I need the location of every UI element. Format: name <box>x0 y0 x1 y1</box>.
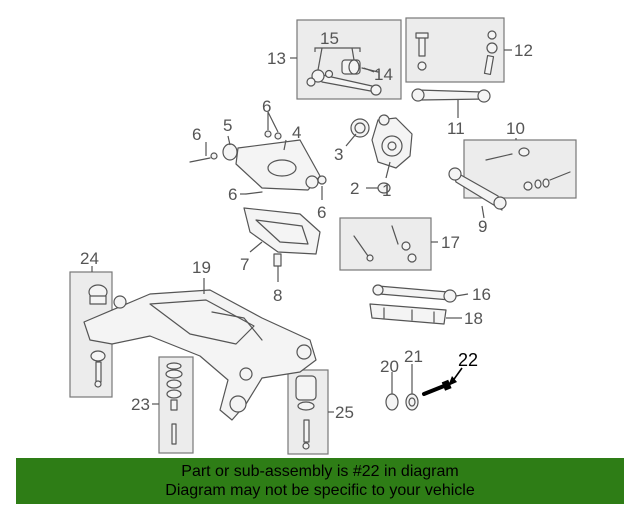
callout-label: 10 <box>506 119 525 138</box>
part-9-trailing-arm <box>448 167 507 211</box>
part-5-bushing <box>222 143 238 161</box>
banner-line-disclaimer: Diagram may not be specific to your vehi… <box>165 482 475 499</box>
callout-label: 6 <box>317 203 326 222</box>
callout-label: 15 <box>320 29 339 48</box>
part-23-mount <box>165 362 183 445</box>
callout-label-highlighted: 22 <box>458 350 478 370</box>
part-4-spring-link <box>235 139 321 191</box>
part-7-cover-plate <box>243 207 321 255</box>
callout-label: 14 <box>374 65 393 84</box>
info-banner: Part or sub-assembly is #22 in diagram D… <box>16 458 624 504</box>
callout-label: 25 <box>335 403 354 422</box>
callout-label: 2 <box>350 179 359 198</box>
callout-labels: 1 2 3 4 5 6 6 6 6 7 8 9 10 11 12 13 14 1… <box>80 29 533 422</box>
callout-label: 6 <box>262 97 271 116</box>
callout-label: 23 <box>131 395 150 414</box>
callout-label: 6 <box>228 185 237 204</box>
callout-label: 21 <box>404 347 423 366</box>
banner-line-part: Part or sub-assembly is #22 in diagram <box>181 463 459 480</box>
part-20-bushing <box>385 393 399 411</box>
part-24-mount <box>88 284 108 388</box>
part-3-bearing <box>350 118 370 138</box>
callout-label: 5 <box>223 116 232 135</box>
part-8-bolt <box>273 253 282 267</box>
part-12-bolts <box>415 30 498 75</box>
callout-label: 4 <box>292 123 301 142</box>
part-25-mount <box>295 375 317 450</box>
callout-label: 6 <box>192 125 201 144</box>
callout-label: 11 <box>447 119 465 138</box>
part-16-lateral-link <box>372 284 457 303</box>
callout-label: 9 <box>478 217 487 236</box>
callout-label: 18 <box>464 309 483 328</box>
callout-label: 12 <box>514 41 533 60</box>
inset-box-17 <box>339 217 432 271</box>
callout-label: 16 <box>472 285 491 304</box>
part-10-hardware <box>485 147 571 191</box>
leader-lines <box>91 47 517 413</box>
part-19-subframe <box>83 289 317 421</box>
callout-label: 1 <box>382 181 391 200</box>
callout-label: 19 <box>192 258 211 277</box>
callout-label: 8 <box>273 286 282 305</box>
part-15-link-assembly <box>306 59 382 96</box>
part-1-knuckle <box>371 114 413 169</box>
part-22-bolt <box>422 379 452 396</box>
callout-label: 7 <box>240 255 249 274</box>
part-17-hardware <box>353 225 417 263</box>
callout-label: 3 <box>334 145 343 164</box>
callout-label: 24 <box>80 249 99 268</box>
part-11-control-arm <box>411 88 491 103</box>
part-18-brace <box>369 303 447 325</box>
callout-label: 13 <box>267 49 286 68</box>
callout-label: 20 <box>380 357 399 376</box>
callout-label: 17 <box>441 233 460 252</box>
part-21-bushing <box>405 393 419 411</box>
part-6-bolts <box>189 130 327 195</box>
